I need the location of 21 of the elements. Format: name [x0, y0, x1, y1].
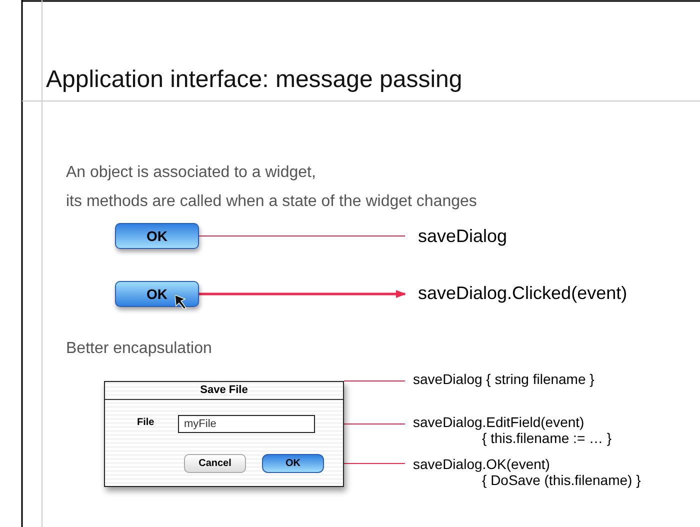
ok-button: OK [115, 281, 199, 307]
method-name: saveDialog.EditField(event) [413, 414, 586, 430]
cancel-button: Cancel [184, 454, 246, 473]
connector-line [344, 380, 406, 382]
field-label: File [137, 417, 154, 428]
method-name: saveDialog.Clicked(event) [418, 283, 628, 304]
method-name: saveDialog { string filename } [413, 371, 594, 387]
ok-button: OK [115, 223, 199, 249]
code-text: { this.filename := … } [481, 430, 612, 446]
body-text: Better encapsulation [66, 340, 212, 358]
dialog-window [104, 381, 344, 487]
body-text: its methods are called when a state of the widget changes [66, 193, 477, 211]
input-field: myFile [178, 415, 315, 433]
arrow [199, 290, 406, 298]
ok-button: OK [262, 454, 324, 473]
dialog-title: Save File [105, 382, 343, 400]
body-text: An object is associated to a widget, [66, 164, 316, 182]
method-name: saveDialog [418, 226, 508, 247]
slide-title: Application interface: message passing [46, 66, 462, 94]
method-name: saveDialog.OK(event) [413, 456, 551, 472]
code-text: { DoSave (this.filename) } [481, 472, 641, 488]
